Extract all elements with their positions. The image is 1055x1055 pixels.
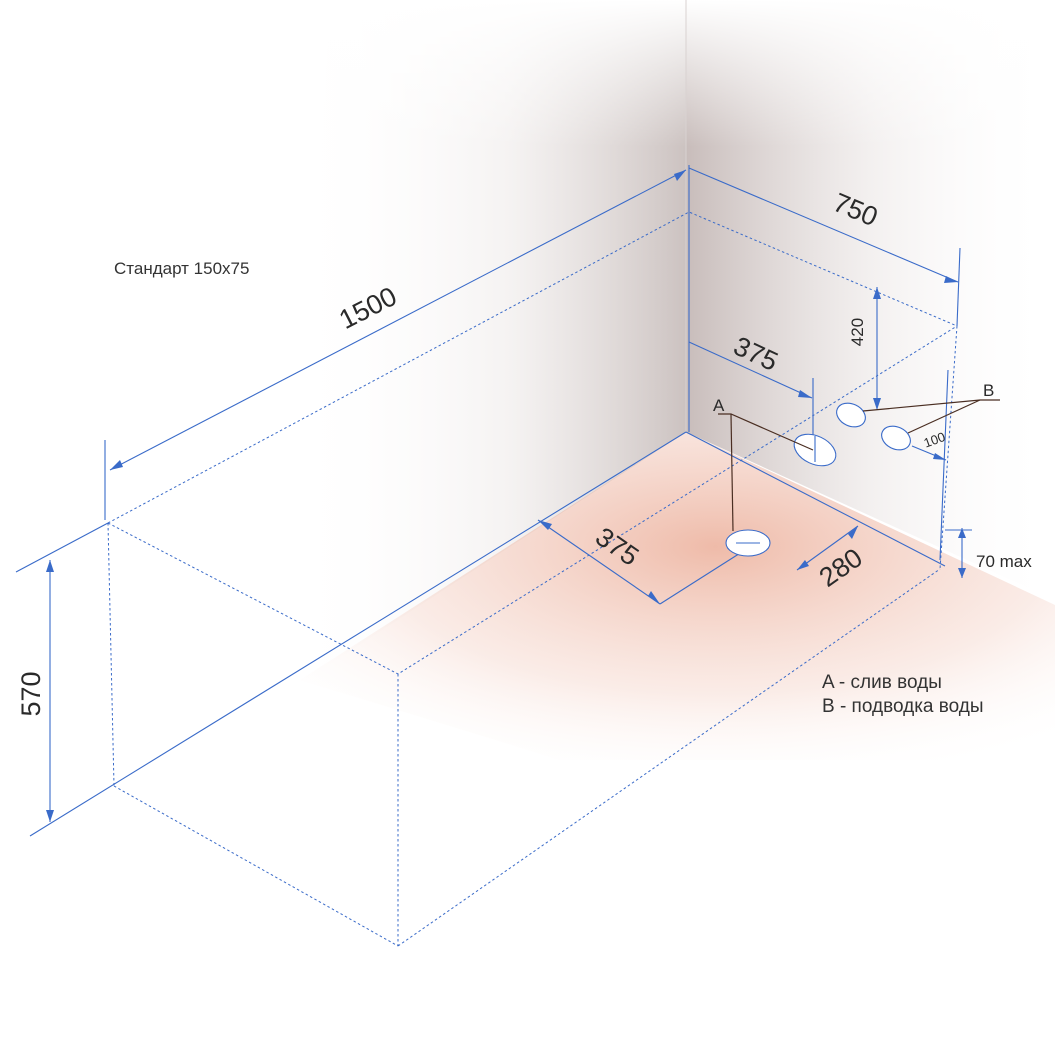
supply-hole-lower xyxy=(881,425,911,451)
length-dim-line xyxy=(109,169,687,471)
floor-back-base xyxy=(685,431,946,567)
legend-drain: A - слив воды xyxy=(822,672,942,693)
tub-bottom-right-edge xyxy=(397,568,941,947)
floor-left-base xyxy=(29,431,687,837)
drain-floor-arrow-top xyxy=(538,520,552,530)
tub-front-left-vertical xyxy=(107,522,115,787)
supply-spacing-extension xyxy=(939,369,949,561)
width-arrow-right xyxy=(944,276,958,283)
tub-bottom-left-edge xyxy=(113,785,399,947)
drain-wall-dim-line xyxy=(688,341,813,399)
base-lines xyxy=(29,165,946,837)
callout-leaders xyxy=(718,399,1000,532)
callout-a-label: A xyxy=(713,396,725,415)
bathtub-outline xyxy=(107,211,958,947)
supply-height-label: 420 xyxy=(848,318,867,346)
wall-top-fade xyxy=(300,0,1055,420)
drain-from-wall-dim-line xyxy=(796,525,859,571)
width-extension-right xyxy=(956,247,961,327)
diagram-title: Стандарт 150x75 xyxy=(114,259,249,278)
drain-holes xyxy=(725,433,837,557)
height-arrow-top xyxy=(46,560,54,572)
drain-wall-arrow xyxy=(798,390,812,398)
room-shading xyxy=(290,0,1055,760)
drain-from-wall-extension xyxy=(659,549,746,605)
tub-back-right-vertical xyxy=(939,325,958,570)
floor-gap-label: 70 max xyxy=(976,552,1032,571)
height-extension-top xyxy=(15,522,109,573)
drain-floor-arrow-bottom xyxy=(648,591,660,604)
height-arrow-bottom xyxy=(46,810,54,822)
floor-gap-arrow-bottom xyxy=(958,568,966,578)
dimension-height: 570 xyxy=(15,522,109,822)
callout-a-leader-floor xyxy=(730,413,734,532)
dimension-supply-spacing: 100 xyxy=(911,369,949,561)
supply-height-arrow-top xyxy=(873,287,881,299)
callout-b-label: B xyxy=(983,381,994,400)
dimension-supply-height: 420 xyxy=(848,287,881,410)
dimension-floor-gap: 70 max xyxy=(945,528,1032,578)
drain-floor-dim-line xyxy=(537,519,661,605)
length-arrow-left xyxy=(110,460,123,470)
supply-spacing-label: 100 xyxy=(922,429,948,451)
callout-b-leader-lower xyxy=(907,399,981,434)
floor-gap-arrow-top xyxy=(958,528,966,538)
floor-tint xyxy=(300,432,1055,760)
drain-from-wall-arrow-left xyxy=(797,560,809,570)
supply-spacing-arrow xyxy=(933,453,946,460)
length-arrow-right xyxy=(674,170,686,181)
legend-supply: B - подводка воды xyxy=(822,696,984,717)
width-dim-line xyxy=(688,167,959,283)
drain-from-wall-arrow-right xyxy=(848,526,858,539)
supply-height-arrow-bottom xyxy=(873,398,881,410)
supply-hole-upper xyxy=(836,402,866,428)
supply-holes xyxy=(836,402,911,451)
height-label: 570 xyxy=(16,671,46,716)
